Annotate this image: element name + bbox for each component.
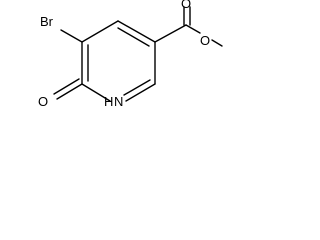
ring-bond-c3-c2-inner (117, 27, 150, 47)
chemical-structure: Br O H N O O (38, 0, 223, 109)
methyl-bond (211, 39, 223, 47)
ester-carbonyl-double-bond (183, 6, 191, 26)
ring-bond-c4-c5-double (81, 41, 89, 85)
ring-bond-c4-c3 (81, 20, 119, 43)
ring-bond-n-c6 (81, 83, 111, 102)
ring-hydrogen-label: H (104, 94, 113, 109)
oxo-double-bond (53, 78, 83, 100)
ring-nitrogen-label: N (114, 94, 123, 109)
ester-carbon-bond (154, 24, 187, 43)
bromine-bond (60, 29, 83, 43)
ring-bond-c1-n-double (123, 79, 156, 102)
ester-ether-bond (185, 24, 201, 34)
bromine-label: Br (40, 14, 54, 29)
ester-ether-oxygen-label: O (200, 33, 210, 48)
ester-carbonyl-oxygen-label: O (181, 0, 191, 11)
oxo-oxygen-label: O (38, 94, 48, 109)
ring-bond-c3-c2 (117, 20, 156, 43)
